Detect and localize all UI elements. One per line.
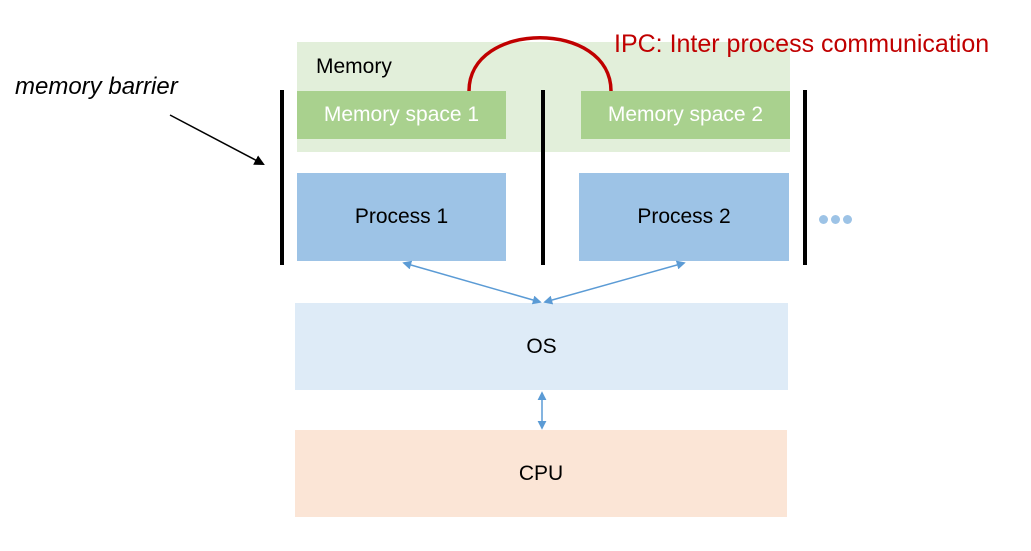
barrier-pointer-arrow (169, 114, 265, 165)
process-1-box: Process 1 (297, 173, 506, 261)
process-2-os-arrow (543, 260, 686, 305)
memory-label: Memory (316, 55, 392, 78)
ellipsis-dot (831, 215, 840, 224)
process-1-os-arrow (402, 260, 542, 305)
os-box: OS (295, 303, 788, 390)
memory-barrier-line (803, 90, 807, 265)
memory-barrier-annotation: memory barrier (15, 73, 178, 100)
ellipsis-dot (843, 215, 852, 224)
cpu-box: CPU (295, 430, 787, 517)
process-2-box: Process 2 (579, 173, 789, 261)
memory-barrier-line (541, 90, 545, 265)
memory-barrier-line (280, 90, 284, 265)
ipc-annotation: IPC: Inter process communication (614, 30, 990, 58)
memory-space-1: Memory space 1 (297, 91, 506, 139)
memory-space-2: Memory space 2 (581, 91, 790, 139)
ellipsis-dot (819, 215, 828, 224)
